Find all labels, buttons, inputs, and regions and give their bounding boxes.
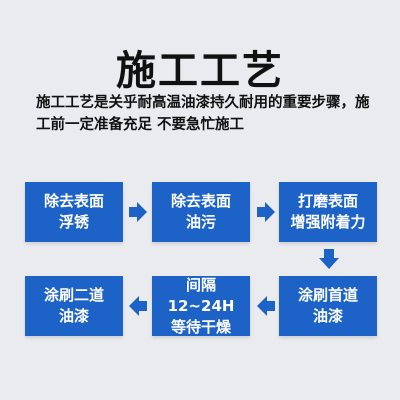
page-title: 施工工艺 [116,48,284,94]
step-line1: 打磨表面 [297,192,358,210]
step-line1: 涂刷首道 [297,286,358,304]
step-line2: 浮锈 [58,213,89,231]
step-wait-dry: 间隔12~24H 等待干燥 [152,276,250,336]
step-line1: 除去表面 [43,192,104,210]
step-remove-oil: 除去表面 油污 [152,182,250,242]
step-line1: 间隔12~24H [167,275,235,315]
step-line2: 等待干燥 [170,317,231,336]
arrow-right-icon [257,202,275,222]
step-line2: 增强附着力 [290,213,366,231]
step-remove-rust: 除去表面 浮锈 [25,182,123,242]
arrow-right-icon [129,202,147,222]
description-text: 施工工艺是关乎耐高温油漆持久耐用的重要步骤，施工前一定准备充足 不要急忙施工 [36,95,370,133]
arrow-left-icon [257,296,275,316]
step-line1: 涂刷二道 [43,286,104,304]
arrow-left-icon [129,296,147,316]
step-line2: 油漆 [312,307,343,325]
step-line1: 除去表面 [170,192,231,210]
step-sanding: 打磨表面 增强附着力 [279,182,377,242]
step-line2: 油漆 [58,307,89,325]
step-first-coat: 涂刷首道 油漆 [279,276,377,336]
step-second-coat: 涂刷二道 油漆 [25,276,123,336]
step-line2: 油污 [185,213,216,231]
arrow-down-icon [319,249,339,269]
